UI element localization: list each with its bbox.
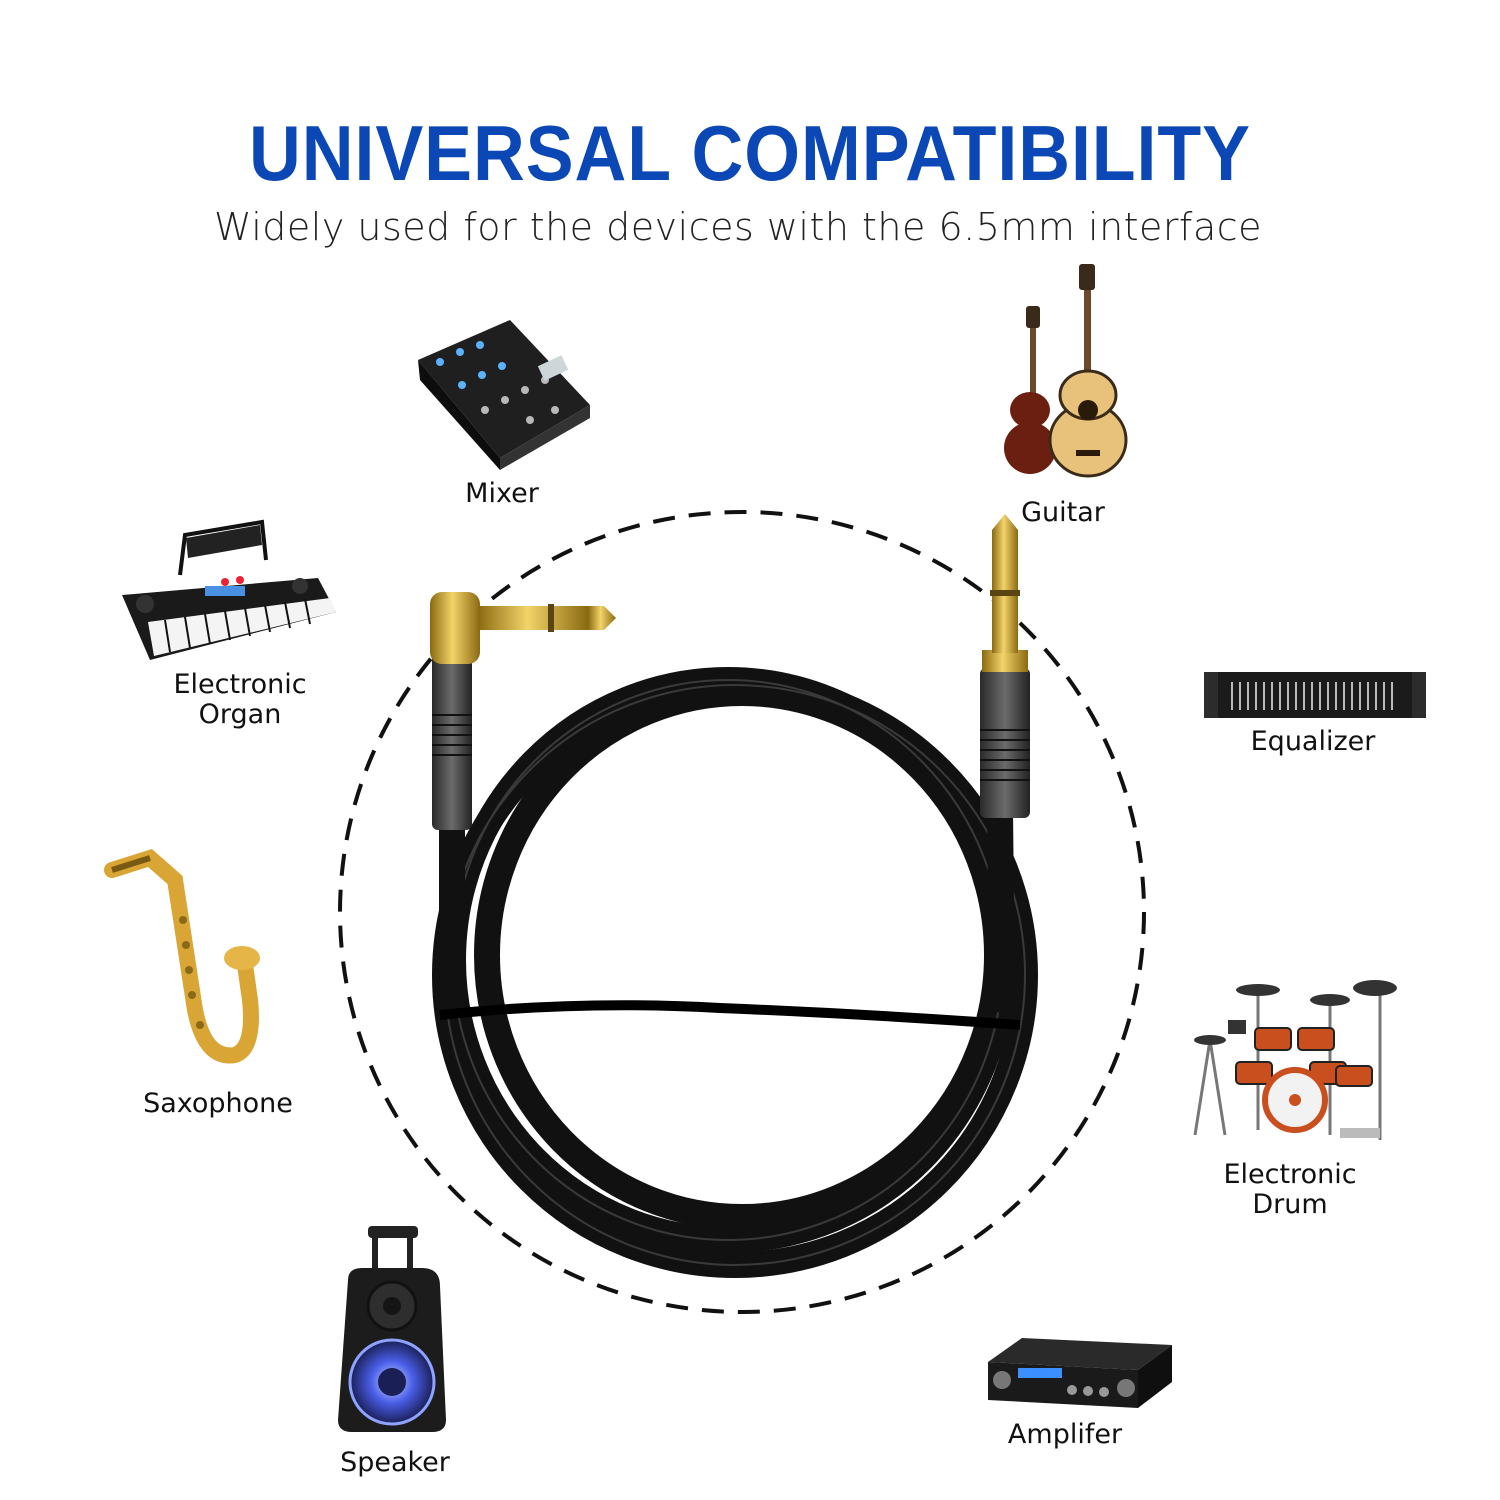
electronic-drum-label: Electronic Drum xyxy=(1223,1159,1357,1220)
amplifier-icon xyxy=(988,1338,1172,1408)
mixer-icon xyxy=(418,320,590,470)
electronic-drum-icon xyxy=(1193,980,1397,1140)
guitar-icon xyxy=(1004,264,1128,478)
mixer-label: Mixer xyxy=(465,478,539,509)
page-title: UNIVERSAL COMPATIBILITY xyxy=(249,109,1251,197)
speaker-icon xyxy=(338,1226,446,1432)
equalizer-label: Equalizer xyxy=(1250,726,1376,757)
saxophone-label: Saxophone xyxy=(143,1088,293,1119)
amplifier-label: Amplifer xyxy=(1007,1419,1123,1450)
page-subtitle: Widely used for the devices with the 6.5… xyxy=(213,205,1262,249)
dashed-circle xyxy=(338,510,1146,1314)
cable-coil xyxy=(432,667,1038,1278)
guitar-label: Guitar xyxy=(1021,497,1105,528)
right-angle-jack-icon xyxy=(430,592,616,830)
equalizer-icon xyxy=(1204,672,1426,718)
speaker-label: Speaker xyxy=(340,1447,450,1478)
cable-tie xyxy=(439,1000,1021,1030)
saxophone-icon xyxy=(104,849,260,1064)
electronic-organ-label: Electronic Organ xyxy=(173,669,307,730)
straight-jack-icon xyxy=(980,514,1030,818)
electronic-organ-icon xyxy=(122,519,336,660)
